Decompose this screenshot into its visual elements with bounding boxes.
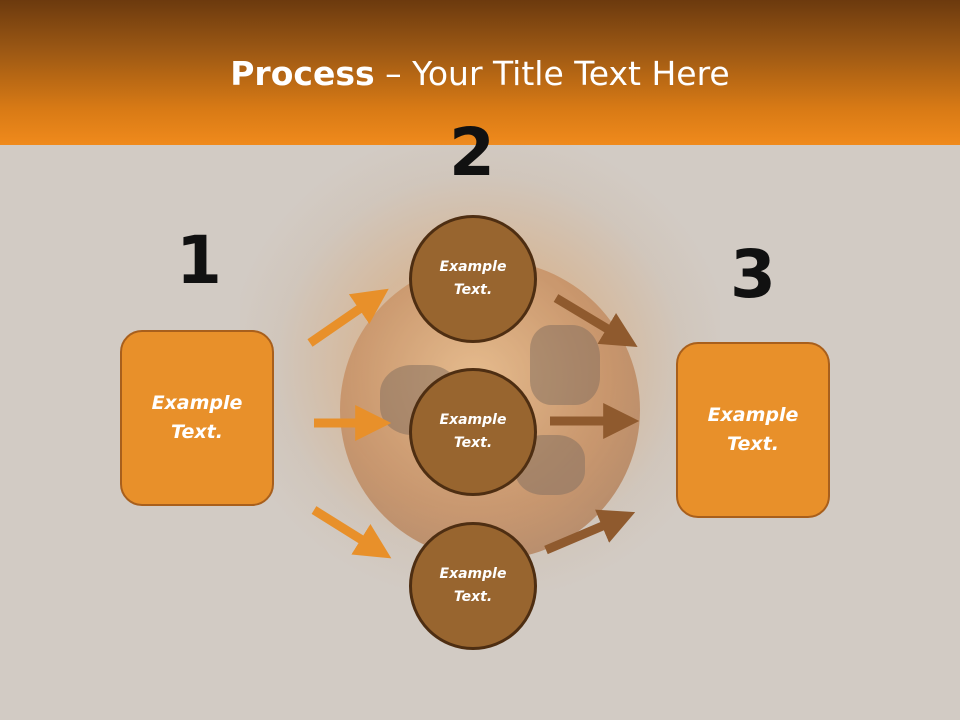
left-box-text: Example Text.	[151, 392, 243, 443]
circle-top-text: Example Text.	[439, 259, 507, 298]
title-bold: Process	[230, 54, 375, 93]
title-rest: – Your Title Text Here	[374, 54, 730, 93]
ball-patch	[530, 325, 600, 405]
circle-bottom: Example Text.	[409, 522, 537, 650]
left-process-box: Example Text.	[120, 330, 274, 506]
circle-middle: Example Text.	[409, 368, 537, 496]
circle-bottom-text: Example Text.	[439, 566, 507, 605]
step-number-2: 2	[449, 114, 495, 191]
right-process-box: Example Text.	[676, 342, 830, 518]
arrow-left-to-bottom	[311, 506, 392, 559]
step-number-3: 3	[730, 236, 776, 313]
step-number-1: 1	[176, 222, 222, 299]
right-box-text: Example Text.	[707, 404, 799, 455]
arrow-top-to-right	[553, 294, 638, 347]
arrow-left-to-top	[307, 288, 389, 347]
title-banner	[0, 0, 960, 145]
circle-top: Example Text.	[409, 215, 537, 343]
arrow-bottom-to-right	[544, 509, 636, 555]
slide-title: Process – Your Title Text Here	[0, 52, 960, 96]
circle-middle-text: Example Text.	[439, 412, 507, 451]
